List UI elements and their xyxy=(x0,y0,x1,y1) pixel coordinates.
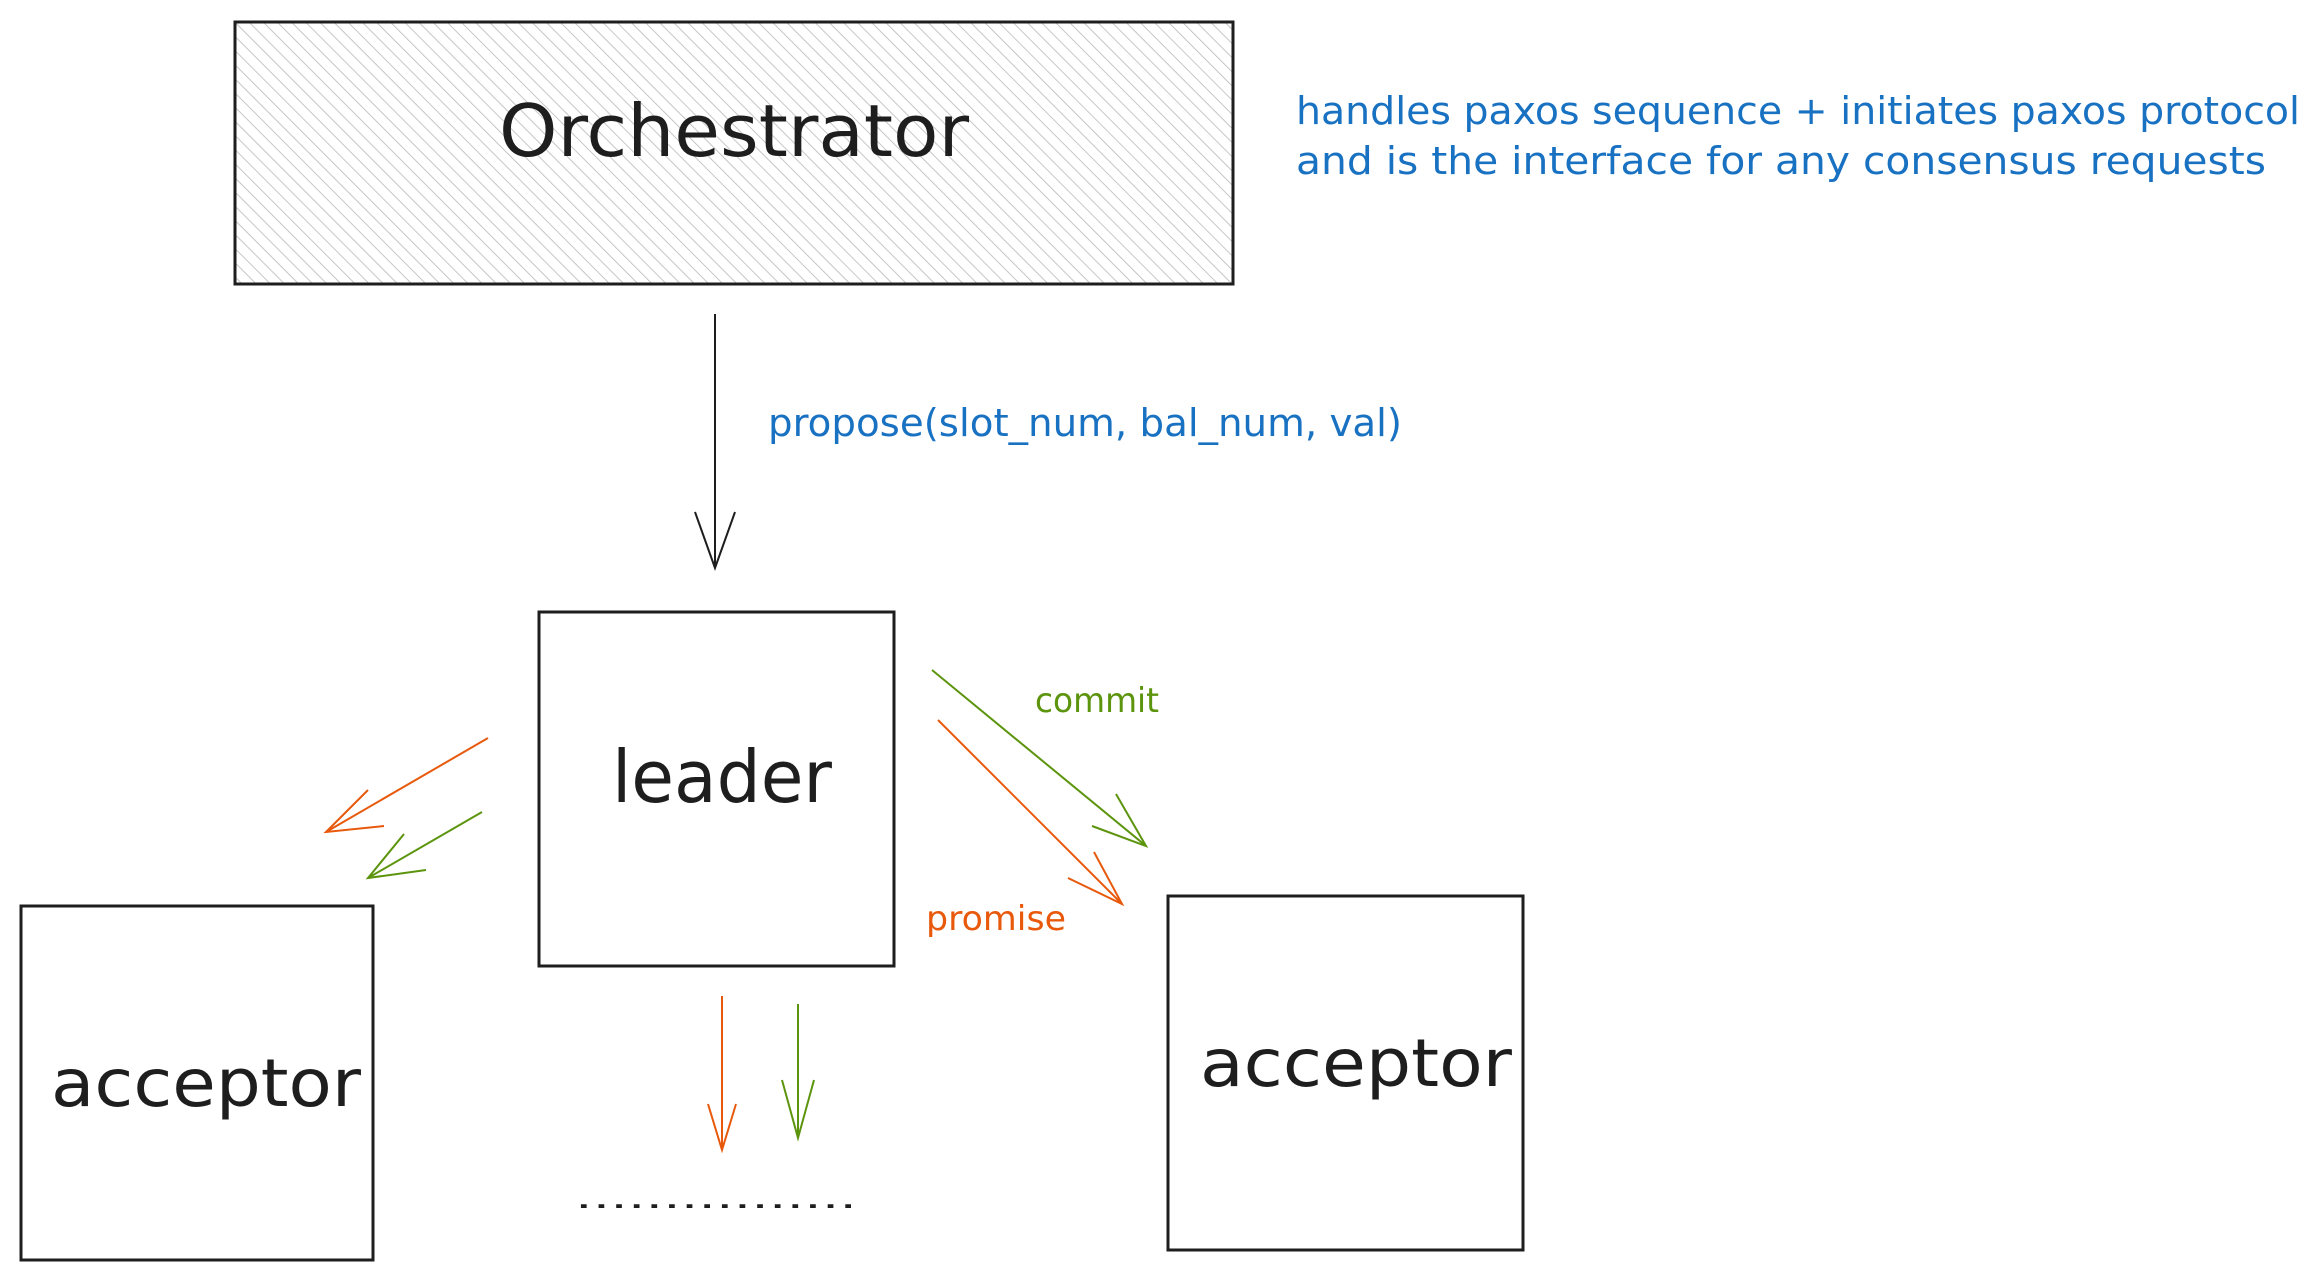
commit-arrow-down xyxy=(781,1004,815,1142)
promise-arrow-down xyxy=(707,996,737,1154)
acceptor-right-label: acceptor xyxy=(1200,1025,1513,1102)
acceptor-left-label: acceptor xyxy=(51,1045,362,1122)
leader-label: leader xyxy=(612,735,832,819)
commit-arrow-left xyxy=(365,811,483,880)
orchestrator-box[interactable]: Orchestrator xyxy=(233,20,1235,286)
leader-box[interactable]: leader xyxy=(537,610,896,968)
orchestrator-label: Orchestrator xyxy=(499,89,969,173)
acceptor-left-box[interactable]: acceptor xyxy=(19,904,375,1262)
orchestrator-note-line1: handles paxos sequence + initiates paxos… xyxy=(1296,89,2300,133)
commit-label: commit xyxy=(1035,681,1159,721)
promise-arrow-left xyxy=(323,737,489,834)
acceptor-right-box[interactable]: acceptor xyxy=(1166,894,1525,1252)
promise-label: promise xyxy=(926,899,1066,939)
more-acceptors-indicator: ................ xyxy=(575,1181,857,1216)
orchestrator-note: handles paxos sequence + initiates paxos… xyxy=(1296,89,2300,183)
promise-arrow-right xyxy=(937,719,1125,907)
orchestrator-note-line2: and is the interface for any consensus r… xyxy=(1296,139,2266,183)
propose-arrow xyxy=(694,314,736,571)
propose-label: propose(slot_num, bal_num, val) xyxy=(768,401,1402,445)
commit-arrow-right xyxy=(931,669,1149,848)
